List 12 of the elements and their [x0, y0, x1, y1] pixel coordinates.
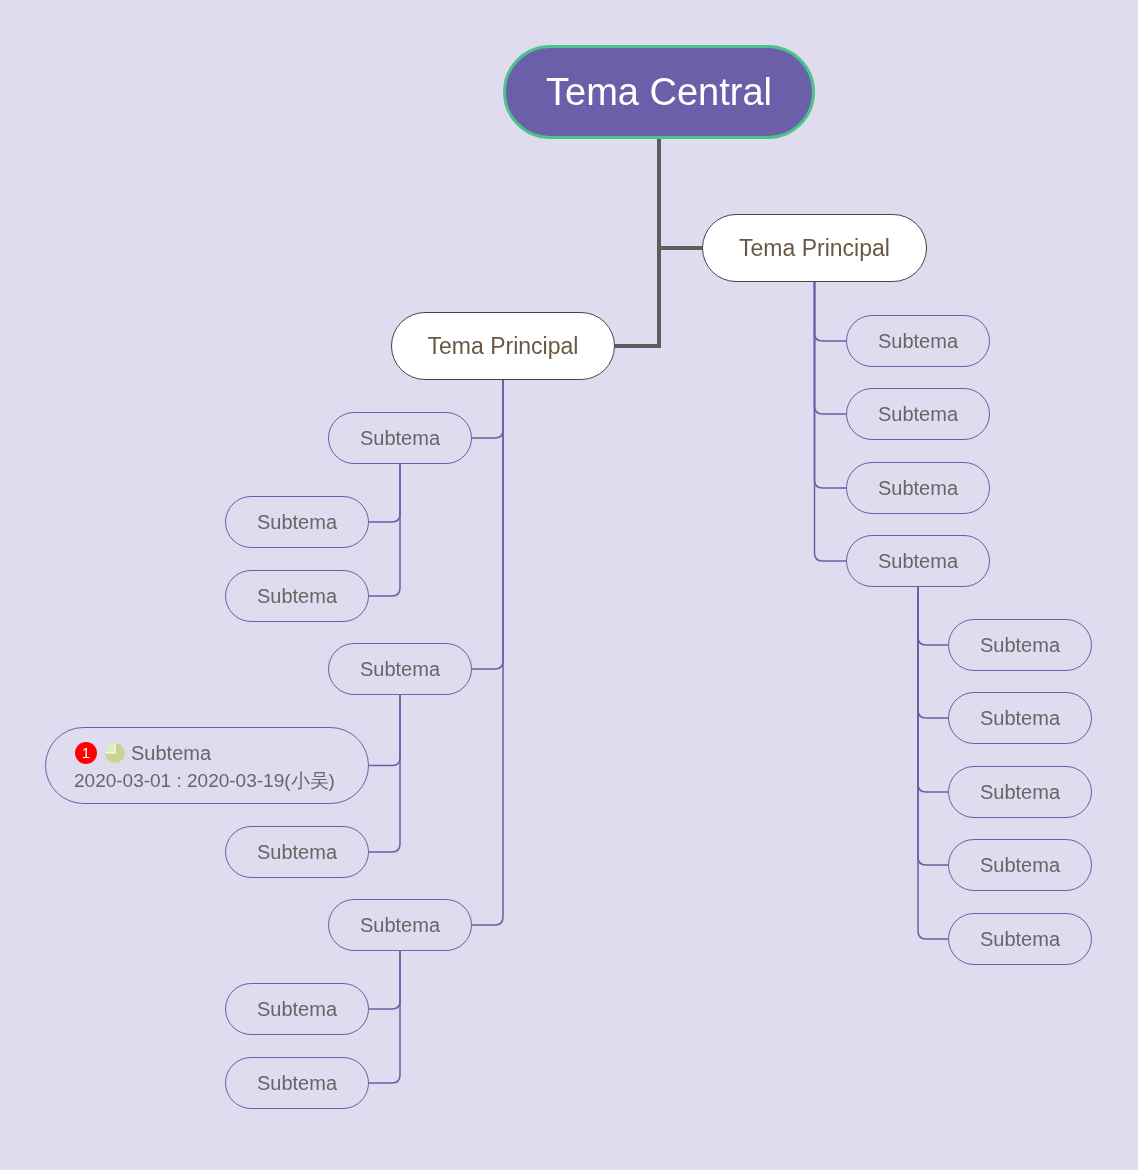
connector-line [471, 379, 504, 926]
main-topic-box: Tema Principal [702, 214, 927, 282]
connector-line [368, 694, 401, 853]
date-range-text: 2020-03-01 : 2020-03-19(小吴) [74, 769, 335, 793]
connector-line [917, 586, 949, 940]
subtopic-label: Subtema [131, 741, 212, 765]
connector-line [368, 950, 401, 1084]
connector-line [368, 463, 401, 597]
priority-badge: 1 [75, 742, 97, 764]
main-topic-box: Tema Principal [391, 312, 615, 380]
connector-line [813, 281, 847, 562]
central-topic-box: Tema Central [503, 45, 815, 139]
